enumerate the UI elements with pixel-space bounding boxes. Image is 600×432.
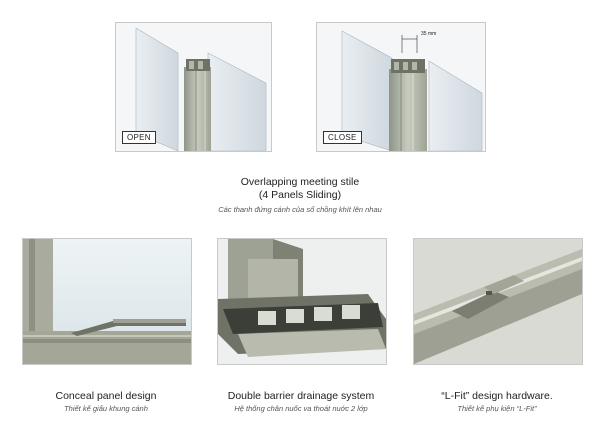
drainage-system-illustration [218, 239, 386, 364]
open-label: OPEN [122, 131, 156, 144]
open-stile-illustration [116, 23, 271, 151]
feature-subtitle-1: Thiết kế giấu khung cánh [64, 404, 148, 413]
close-stile-image: 35 mm CLOSE [316, 22, 486, 152]
feature-title-2: Double barrier drainage system [227, 390, 375, 402]
open-stile-image: OPEN [115, 22, 272, 152]
lfit-hardware-illustration [414, 239, 582, 364]
feature-caption-3: “L-Fit” design hardware. Thiết kế phụ ki… [347, 390, 600, 414]
close-stile-illustration [317, 23, 485, 151]
feature-subtitle-3: Thiết kế phụ kiện “L-Fit” [457, 404, 537, 413]
feature-caption-2: Double barrier drainage system Hệ thống … [151, 390, 451, 414]
conceal-panel-image [22, 238, 192, 365]
feature-title-3: “L-Fit” design hardware. [441, 390, 553, 402]
drainage-system-image [217, 238, 387, 365]
dimension-label: 35 mm [421, 31, 437, 37]
top-caption-line1: Overlapping meeting stile [240, 176, 360, 188]
feature-subtitle-2: Hệ thống chân nuốc va thoát nuớc 2 lớp [234, 404, 368, 413]
feature-caption-1: Conceal panel design Thiết kế giấu khung… [0, 390, 256, 414]
feature-title-1: Conceal panel design [55, 390, 157, 402]
conceal-panel-illustration [23, 239, 191, 364]
top-caption-subtitle: Các thanh đứng cánh của sổ chồng khít lê… [218, 205, 382, 214]
close-label: CLOSE [323, 131, 362, 144]
top-caption: Overlapping meeting stile (4 Panels Slid… [150, 176, 450, 215]
lfit-hardware-image [413, 238, 583, 365]
top-caption-line2: (4 Panels Sliding) [258, 189, 342, 201]
